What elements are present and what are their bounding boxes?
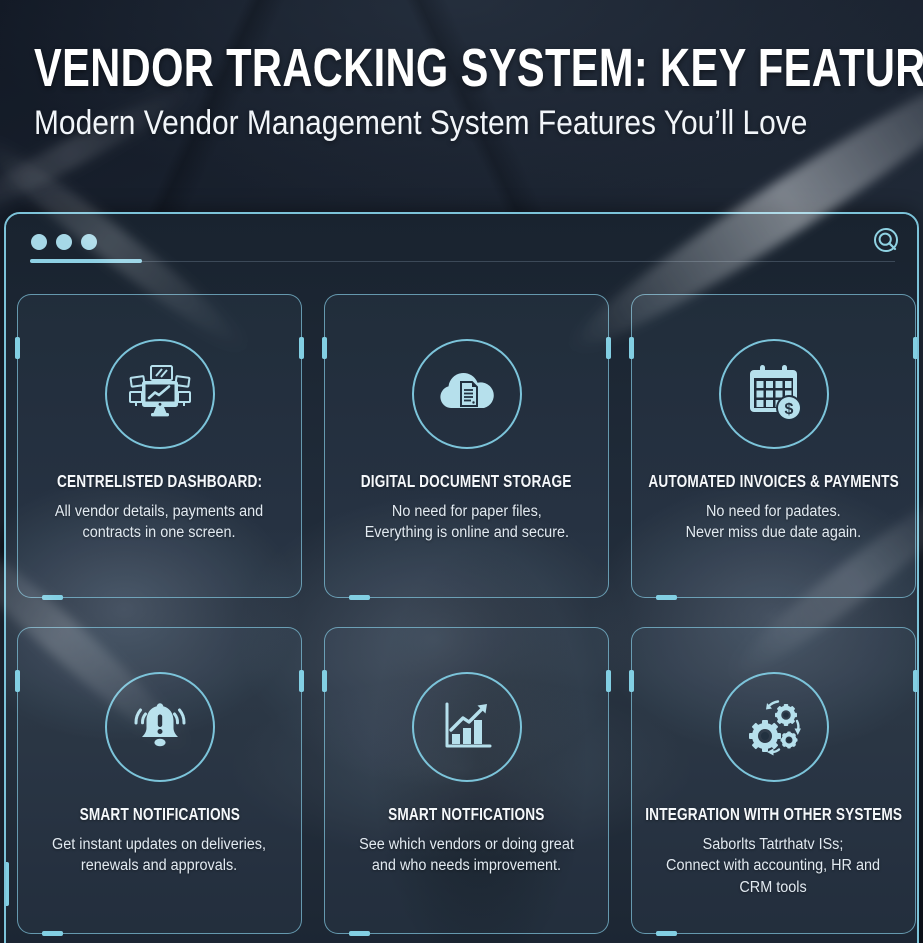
growth-bar-chart-icon [411, 672, 522, 782]
card-accent [15, 670, 20, 692]
window-dot-3[interactable] [81, 234, 97, 250]
card-body: See which vendors or doing great and who… [359, 836, 574, 875]
card-accent [913, 337, 917, 359]
card-title: SMART NOTFICATIONS [388, 804, 545, 824]
card-accent [322, 670, 327, 692]
card-accent [656, 595, 677, 600]
card-body: No need for padates. Never miss due date… [685, 503, 862, 542]
card-title: CENTRELISTED DASHBOARD: [56, 471, 263, 491]
card-centralised-dashboard: CENTRELISTED DASHBOARD: All vendor detai… [15, 294, 304, 600]
card-body: All vendor details, payments and contrac… [55, 503, 264, 542]
card-digital-document-storage: DIGITAL DOCUMENT STORAGE No need for pap… [322, 294, 611, 600]
card-automated-invoices-payments: $ AUTOMATED INVOICES & PAYMENTS No need … [629, 294, 917, 600]
card-accent [629, 670, 634, 692]
card-accent [606, 337, 611, 359]
card-body: No need for paper files, Everything is o… [364, 503, 569, 542]
card-accent [629, 337, 634, 359]
card-accent [299, 670, 304, 692]
card-title: AUTOMATED INVOICES & PAYMENTS [648, 471, 899, 491]
card-title: INTEGRATION WITH OTHER SYSTEMS [645, 804, 902, 824]
page-title: VENDOR TRACKING SYSTEM: KEY FEATURES [34, 38, 923, 98]
notification-bell-icon [104, 672, 215, 782]
feature-cards-grid: CENTRELISTED DASHBOARD: All vendor detai… [15, 294, 917, 936]
header: VENDOR TRACKING SYSTEM: KEY FEATURES Mod… [34, 40, 923, 142]
toolbar-active-underline [30, 259, 142, 263]
card-accent [656, 931, 677, 936]
window-dot-1[interactable] [31, 234, 47, 250]
card-accent [42, 931, 63, 936]
card-title: DIGITAL DOCUMENT STORAGE [361, 471, 572, 491]
dashboard-monitors-icon [104, 339, 215, 449]
card-accent [349, 931, 370, 936]
card-accent [42, 595, 63, 600]
card-vendor-performance: SMART NOTFICATIONS See which vendors or … [322, 627, 611, 936]
integration-gears-icon [718, 672, 829, 782]
card-body: Get instant updates on deliveries, renew… [52, 836, 267, 875]
svg-text:$: $ [784, 401, 793, 418]
card-accent [349, 595, 370, 600]
card-accent [913, 670, 917, 692]
card-integration-other-systems: INTEGRATION WITH OTHER SYSTEMS Saborlts … [629, 627, 917, 936]
card-accent [606, 670, 611, 692]
card-accent [299, 337, 304, 359]
calendar-dollar-icon: $ [718, 339, 829, 449]
search-icon[interactable] [871, 226, 903, 258]
card-accent [322, 337, 327, 359]
toolbar-divider [30, 261, 895, 262]
card-accent [15, 337, 20, 359]
browser-window: CENTRELISTED DASHBOARD: All vendor detai… [4, 212, 919, 943]
card-body: Saborlts Tatrthatv ISs; Connect with acc… [666, 836, 881, 896]
window-dot-2[interactable] [56, 234, 72, 250]
window-controls [31, 234, 97, 250]
cloud-document-icon [411, 339, 522, 449]
window-edge-accent [6, 862, 9, 906]
card-smart-notifications: SMART NOTIFICATIONS Get instant updates … [15, 627, 304, 936]
card-title: SMART NOTIFICATIONS [79, 804, 240, 824]
page-subtitle: Modern Vendor Management System Features… [34, 104, 808, 143]
